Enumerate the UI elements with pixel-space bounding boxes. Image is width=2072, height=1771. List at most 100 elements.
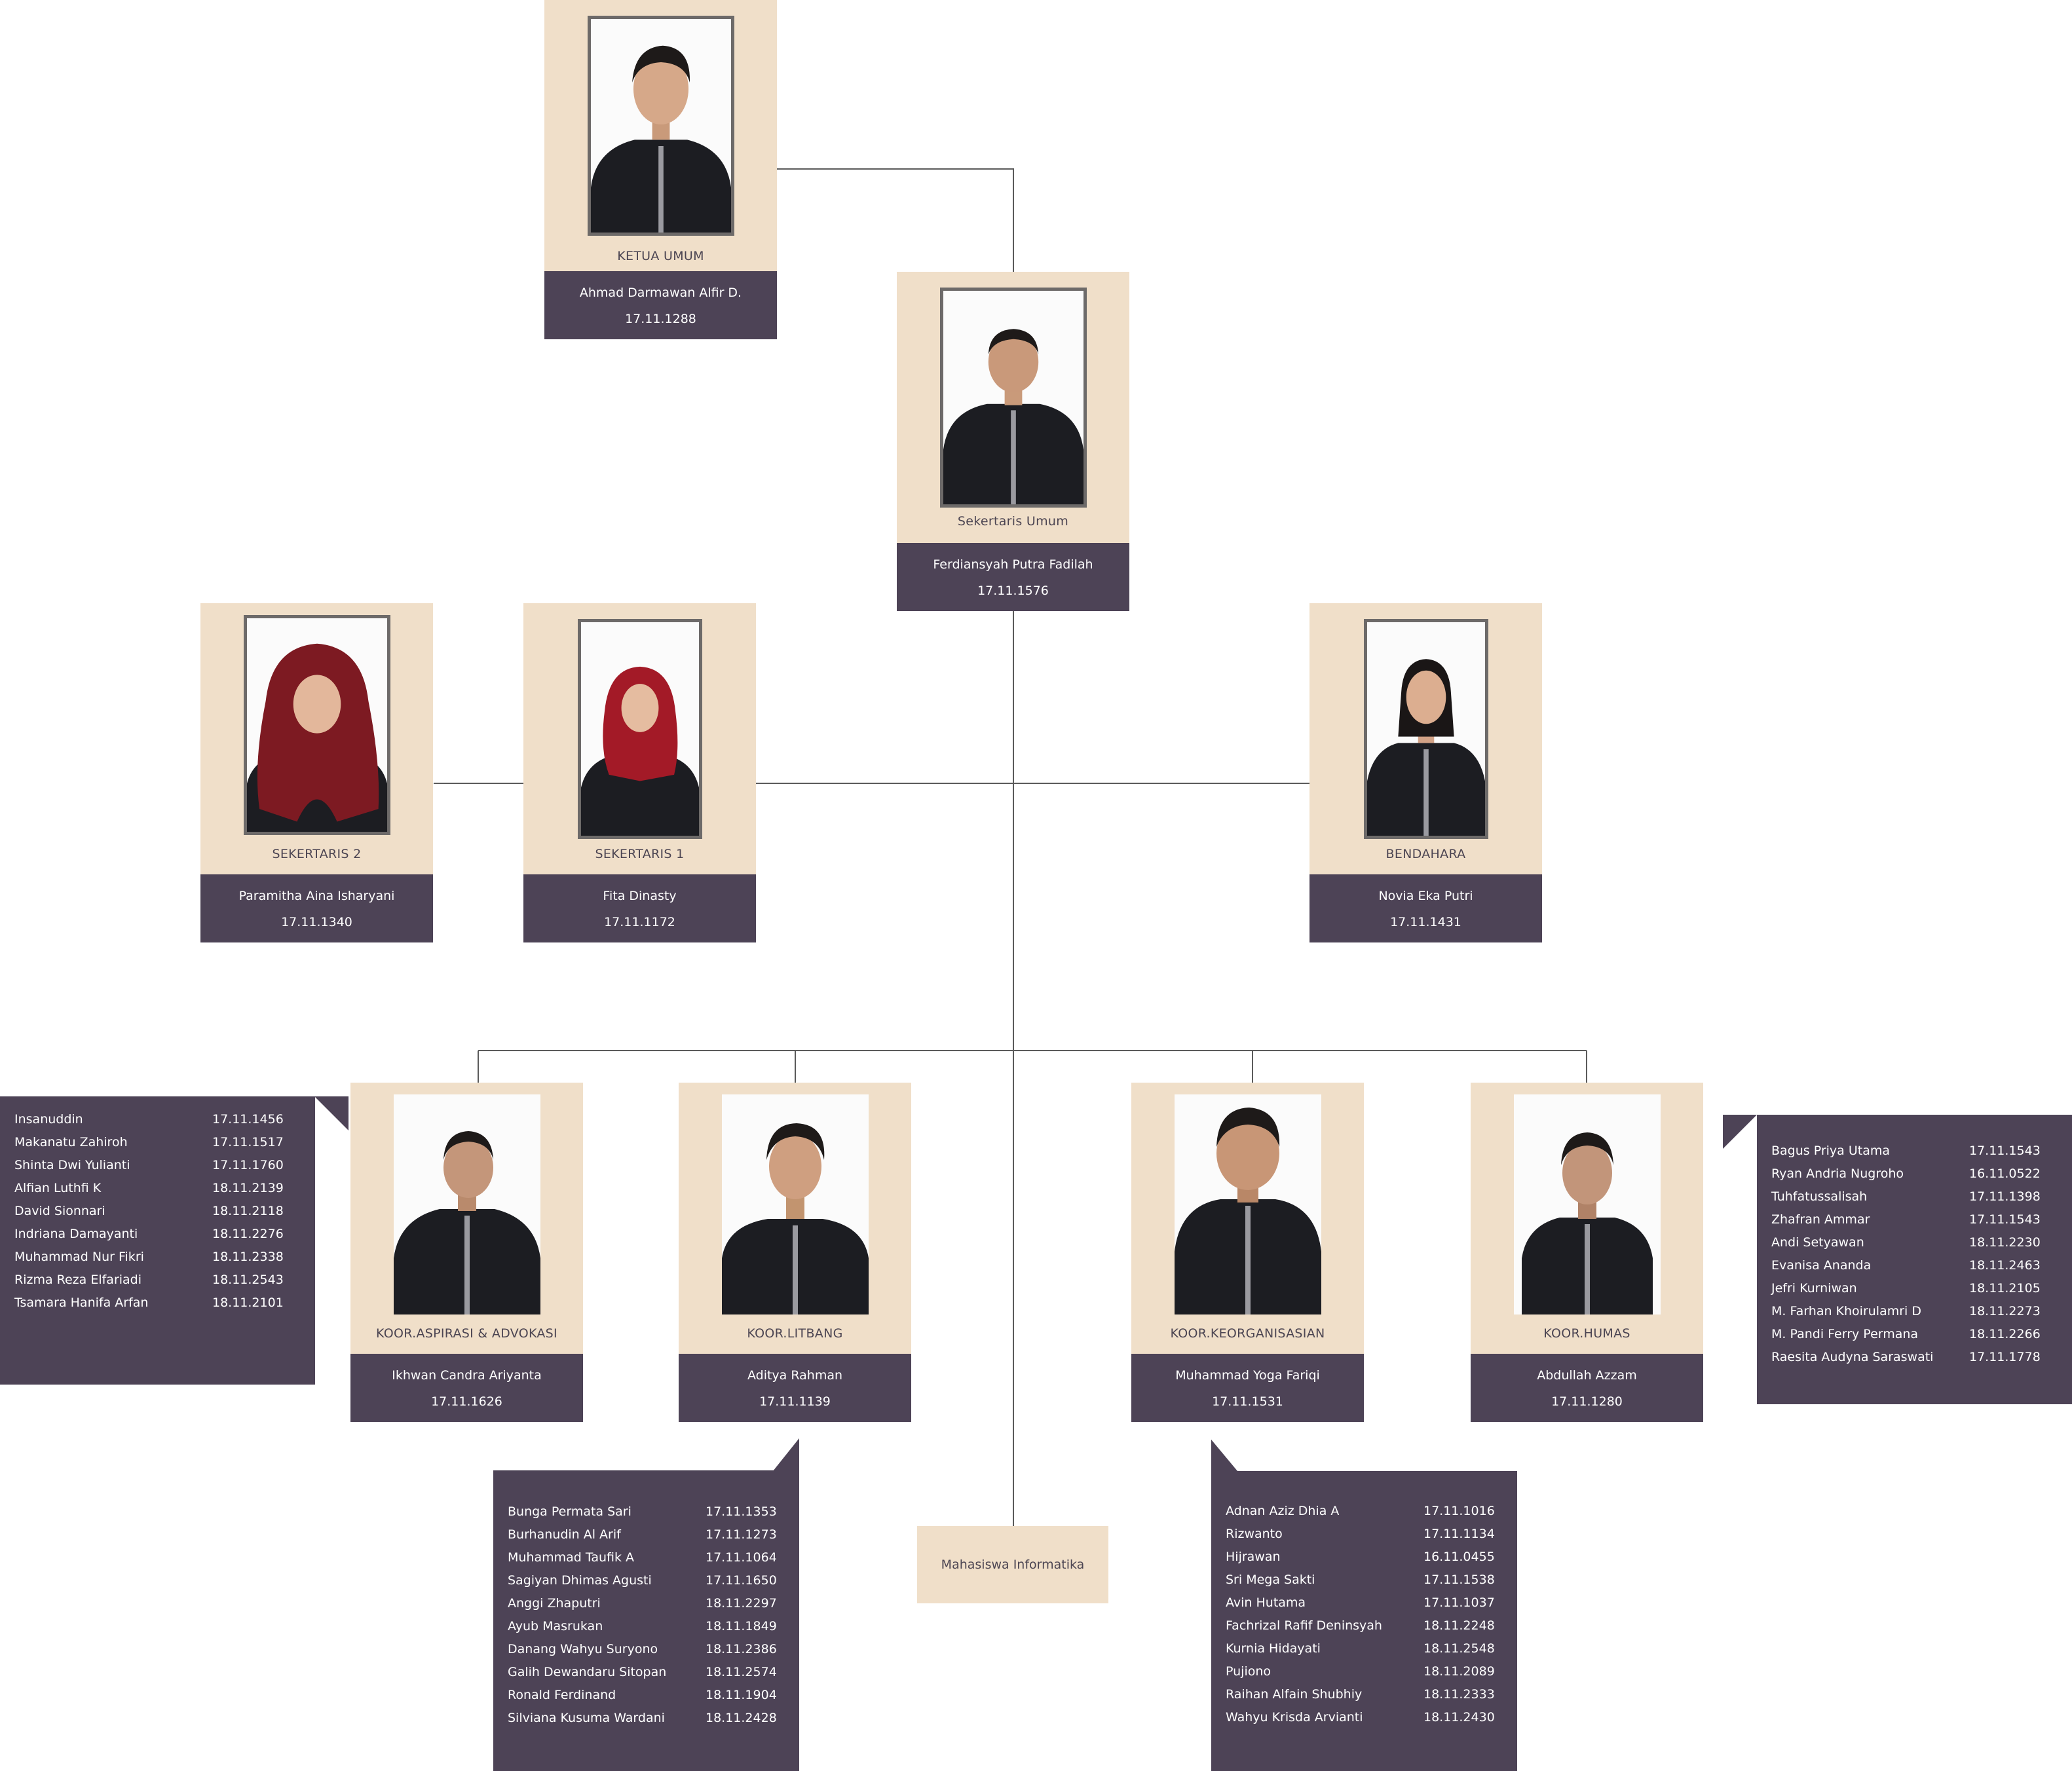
list-item-id: 18.11.1849 [706, 1619, 777, 1633]
name-bar: Ahmad Darmawan Alfir D. 17.11.1288 [544, 271, 777, 339]
list-item-id: 18.11.2089 [1423, 1664, 1495, 1679]
list-item-name: Muhammad Nur Fikri [14, 1250, 144, 1264]
name-bar: Ferdiansyah Putra Fadilah 17.11.1576 [897, 543, 1129, 611]
list-item-id: 17.11.1016 [1423, 1504, 1495, 1518]
list-item-name: Tsamara Hanifa Arfan [14, 1296, 149, 1310]
list-item-name: Wahyu Krisda Arvianti [1226, 1710, 1363, 1724]
list-item-id: 17.11.1778 [1969, 1350, 2041, 1364]
role-label: KOOR.HUMAS [1543, 1326, 1630, 1341]
list-item: Adnan Aziz Dhia A 17.11.1016 [1226, 1504, 1511, 1527]
list-item-id: 18.11.2386 [706, 1642, 777, 1656]
list-item-id: 17.11.1456 [212, 1112, 284, 1127]
person-male-portrait [1174, 1094, 1321, 1314]
koor-humas-card: KOOR.HUMAS Abdullah Azzam 17.11.1280 [1471, 1083, 1703, 1422]
role-label: SEKERTARIS 1 [595, 847, 685, 861]
sekertaris-umum-photo [939, 288, 1087, 508]
list-item-name: Sri Mega Sakti [1226, 1573, 1315, 1587]
list-item-id: 18.11.2248 [1423, 1618, 1495, 1633]
list-item-name: Rizwanto [1226, 1527, 1283, 1541]
member-name: Muhammad Yoga Fariqi [1175, 1368, 1320, 1383]
list-item-name: Makanatu Zahiroh [14, 1135, 128, 1149]
person-female-hijab-portrait [246, 618, 387, 832]
member-id: 17.11.1139 [759, 1394, 831, 1409]
member-id: 17.11.1626 [431, 1394, 502, 1409]
list-item: Danang Wahyu Suryono 18.11.2386 [508, 1642, 793, 1665]
list-item-id: 17.11.1398 [1969, 1189, 2041, 1204]
name-bar: Fita Dinasty 17.11.1172 [523, 874, 756, 942]
list-item-name: Andi Setyawan [1771, 1235, 1864, 1250]
koor-humas-photo [1513, 1094, 1661, 1314]
member-id: 17.11.1576 [977, 584, 1049, 598]
list-item-name: Raihan Alfain Shubhiy [1226, 1687, 1363, 1702]
list-item-name: M. Farhan Khoirulamri D [1771, 1304, 1921, 1318]
member-name: Ferdiansyah Putra Fadilah [933, 557, 1093, 572]
list-item-name: Burhanudin Al Arif [508, 1527, 621, 1542]
list-item-name: Pujiono [1226, 1664, 1271, 1679]
list-item-name: Ryan Andria Nugroho [1771, 1166, 1904, 1181]
list-item-id: 18.11.2548 [1423, 1641, 1495, 1656]
list-item: Insanuddin 17.11.1456 [14, 1112, 309, 1135]
name-bar: Abdullah Azzam 17.11.1280 [1471, 1354, 1703, 1422]
list-item-id: 18.11.2118 [212, 1204, 284, 1218]
koor-litbang-photo [721, 1094, 869, 1314]
list-item-name: Silviana Kusuma Wardani [508, 1711, 665, 1725]
bendahara-card: BENDAHARA Novia Eka Putri 17.11.1431 [1309, 603, 1542, 942]
list-item-id: 18.11.2338 [212, 1250, 284, 1264]
name-bar: Ikhwan Candra Ariyanta 17.11.1626 [350, 1354, 583, 1422]
person-male-portrait [1513, 1094, 1661, 1314]
list-item-name: Avin Hutama [1226, 1595, 1306, 1610]
list-item-name: Evanisa Ananda [1771, 1258, 1872, 1273]
list-item-id: 18.11.2297 [706, 1596, 777, 1611]
list-item-name: Insanuddin [14, 1112, 83, 1127]
member-id: 17.11.1531 [1212, 1394, 1283, 1409]
member-name: Novia Eka Putri [1378, 889, 1473, 903]
list-item-name: Anggi Zhaputri [508, 1596, 601, 1611]
list-item-id: 18.11.2105 [1969, 1281, 2041, 1296]
list-item-name: Zhafran Ammar [1771, 1212, 1870, 1227]
list-item-name: Adnan Aziz Dhia A [1226, 1504, 1340, 1518]
person-female-hijab-portrait [580, 622, 699, 836]
list-item: Rizwanto 17.11.1134 [1226, 1527, 1511, 1550]
role-label: KOOR.LITBANG [747, 1326, 843, 1341]
list-item-id: 18.11.2428 [706, 1711, 777, 1725]
list-item-id: 17.11.1353 [706, 1504, 777, 1519]
koor-keorganisasian-photo [1174, 1094, 1321, 1314]
list-item-name: Danang Wahyu Suryono [508, 1642, 658, 1656]
mahasiswa-label: Mahasiswa Informatika [941, 1557, 1085, 1572]
list-item-id: 18.11.2266 [1969, 1327, 2041, 1341]
list-item-id: 17.11.1543 [1969, 1144, 2041, 1158]
list-item-id: 16.11.0455 [1423, 1550, 1495, 1564]
list-item-id: 18.11.2463 [1969, 1258, 2041, 1273]
list-item-name: Rizma Reza Elfariadi [14, 1273, 142, 1287]
list-item-name: Tuhfatussalisah [1771, 1189, 1868, 1204]
bendahara-photo [1363, 619, 1488, 839]
list-item-id: 17.11.1037 [1423, 1595, 1495, 1610]
list-item-name: Hijrawan [1226, 1550, 1281, 1564]
sekertaris-2-card: SEKERTARIS 2 Paramitha Aina Isharyani 17… [200, 603, 433, 942]
mahasiswa-informatika-box: Mahasiswa Informatika [917, 1526, 1108, 1603]
list-item-id: 18.11.2543 [212, 1273, 284, 1287]
ketua-umum-card: KETUA UMUM Ahmad Darmawan Alfir D. 17.11… [544, 0, 777, 339]
sekertaris-1-photo [577, 619, 702, 839]
callout-pointer [1723, 1115, 1757, 1149]
role-label: KOOR.KEORGANISASIAN [1170, 1326, 1325, 1341]
list-item-id: 17.11.1134 [1423, 1527, 1495, 1541]
